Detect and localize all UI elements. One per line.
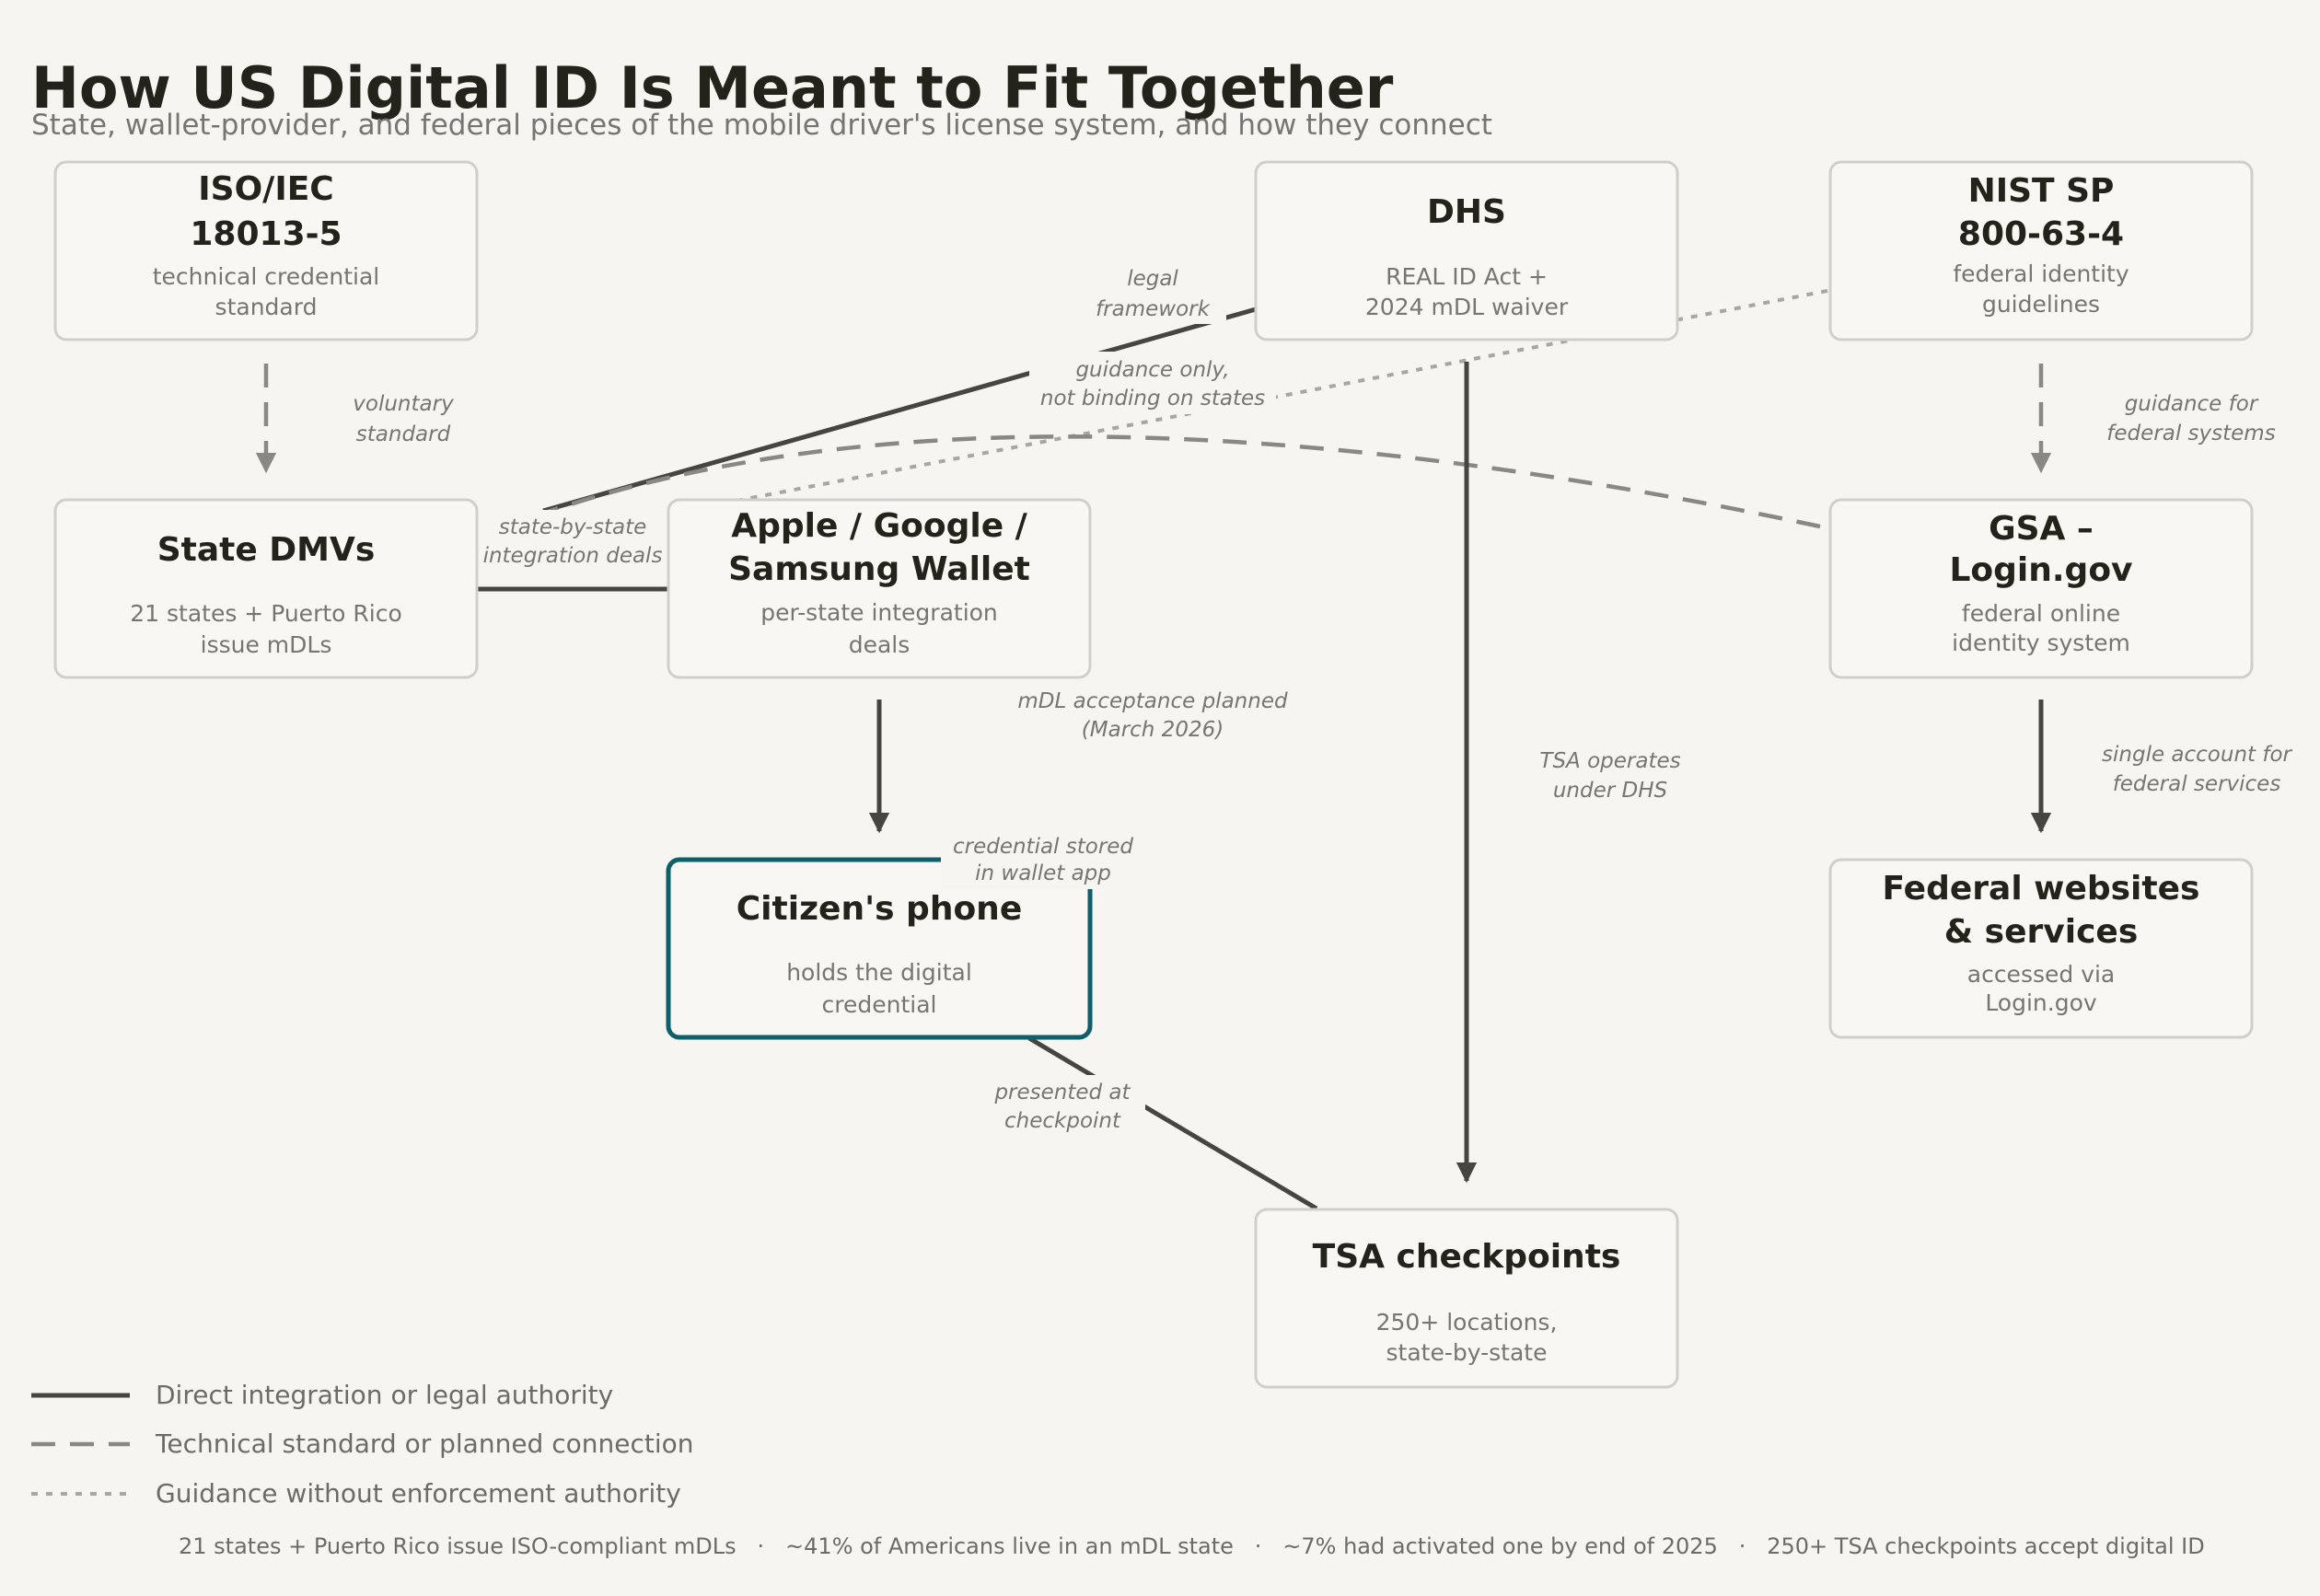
edge-label-iso-dmv: voluntary standard (353, 392, 454, 446)
svg-text:state-by-state: state-by-state (499, 515, 647, 539)
svg-text:legal: legal (1127, 267, 1178, 291)
legend-item-dashed: Technical standard or planned connection (31, 1428, 694, 1459)
svg-text:voluntary: voluntary (353, 392, 454, 416)
svg-text:integration deals: integration deals (483, 544, 663, 568)
node-dhs: DHS REAL ID Act + 2024 mDL waiver (1254, 160, 1679, 341)
node-state-dmvs: State DMVs 21 states + Puerto Rico issue… (53, 498, 479, 679)
svg-text:checkpoint: checkpoint (1004, 1109, 1121, 1133)
node-tsa-checkpoints: TSA checkpoints 250+ locations, state-by… (1254, 1208, 1679, 1389)
node-subtitle: standard (215, 294, 318, 320)
footer-stats: 21 states + Puerto Rico issue ISO-compli… (179, 1533, 2205, 1559)
svg-text:mDL acceptance planned: mDL acceptance planned (1017, 689, 1288, 713)
node-citizens-phone: credential stored in wallet app Citizen'… (666, 828, 1145, 1040)
svg-text:guidance only,: guidance only, (1075, 358, 1229, 382)
svg-text:credential stored: credential stored (953, 835, 1133, 859)
svg-text:in wallet app: in wallet app (975, 862, 1111, 885)
node-title: 800-63-4 (1958, 215, 2124, 253)
node-subtitle: identity system (1952, 630, 2130, 656)
edge-phone-to-tsa (1027, 1035, 1318, 1211)
svg-text:presented at: presented at (993, 1081, 1131, 1104)
node-subtitle: technical credential (153, 263, 379, 290)
svg-text:single account for: single account for (2102, 743, 2293, 767)
svg-text:TSA operates: TSA operates (1539, 749, 1680, 773)
svg-text:standard: standard (356, 422, 451, 446)
node-subtitle: credential (822, 991, 937, 1018)
node-gsa-login-gov: GSA – Login.gov federal online identity … (1828, 498, 2254, 679)
edge-nist-to-dmv (726, 289, 1828, 504)
node-title: & services (1944, 913, 2139, 951)
node-subtitle: issue mDLs (201, 631, 332, 658)
node-title: DHS (1427, 193, 1506, 231)
node-iso-18013-5: ISO/IEC 18013-5 technical credential sta… (53, 160, 479, 341)
legend-label: Technical standard or planned connection (155, 1428, 694, 1459)
node-wallet-providers: Apple / Google / Samsung Wallet per-stat… (667, 498, 1092, 679)
node-title: TSA checkpoints (1313, 1238, 1621, 1276)
node-title: Samsung Wallet (728, 550, 1030, 588)
node-subtitle: 2024 mDL waiver (1365, 294, 1569, 320)
legend-item-dotted: Guidance without enforcement authority (31, 1478, 681, 1509)
node-subtitle: federal identity (1953, 260, 2129, 287)
legend-label: Direct integration or legal authority (156, 1380, 613, 1410)
svg-text:under DHS: under DHS (1553, 779, 1667, 803)
node-title: NIST SP (1968, 172, 2115, 210)
edge-label-nist-gsa: guidance for federal systems (2106, 392, 2275, 445)
edge-label-nist-dmv: guidance only, not binding on states (1029, 352, 1276, 414)
edge-label-gsa-dmv: mDL acceptance planned (March 2026) (1017, 689, 1288, 742)
node-subtitle: 250+ locations, (1376, 1309, 1558, 1336)
node-federal-websites: Federal websites & services accessed via… (1828, 858, 2254, 1039)
edge-label-phone-tsa: presented at checkpoint (980, 1075, 1145, 1136)
svg-text:framework: framework (1096, 297, 1212, 321)
svg-text:guidance for: guidance for (2125, 392, 2259, 416)
node-subtitle: guidelines (1982, 291, 2100, 318)
svg-text:(March 2026): (March 2026) (1082, 718, 1224, 742)
node-subtitle: Login.gov (1985, 989, 2097, 1016)
node-title: State DMVs (157, 531, 376, 569)
edge-label-dhs-tsa: TSA operates under DHS (1539, 749, 1680, 803)
svg-text:federal services: federal services (2113, 772, 2281, 796)
node-subtitle: accessed via (1967, 961, 2116, 988)
node-subtitle: holds the digital (786, 959, 972, 986)
node-title: GSA – (1989, 510, 2094, 548)
svg-text:not binding on states: not binding on states (1040, 387, 1265, 411)
node-subtitle: 21 states + Puerto Rico (130, 600, 402, 627)
legend: Direct integration or legal authority Te… (31, 1380, 694, 1509)
edges (255, 289, 2052, 1211)
node-title: Citizen's phone (737, 890, 1022, 928)
page-title: How US Digital ID Is Meant to Fit Togeth… (31, 54, 1394, 121)
edge-label-gsa-fed: single account for federal services (2102, 743, 2293, 796)
node-subtitle: per-state integration (760, 599, 998, 626)
page-subtitle: State, wallet-provider, and federal piec… (31, 109, 1492, 142)
svg-text:federal systems: federal systems (2106, 422, 2275, 445)
node-title: Federal websites (1883, 870, 2200, 908)
node-title: ISO/IEC (198, 170, 333, 208)
edge-gsa-to-dmv (547, 434, 1821, 529)
node-subtitle: federal online (1962, 600, 2120, 627)
legend-item-solid: Direct integration or legal authority (31, 1380, 613, 1410)
edge-label-dmv-wallet: state-by-state integration deals (473, 510, 672, 571)
node-title: 18013-5 (190, 215, 342, 253)
node-subtitle: REAL ID Act + (1386, 263, 1548, 290)
legend-label: Guidance without enforcement authority (156, 1478, 681, 1509)
node-title: Apple / Google / (731, 507, 1027, 545)
edge-label-dhs-dmv: legal framework (1079, 261, 1226, 324)
node-subtitle: deals (849, 631, 911, 658)
node-nist-sp-800-63-4: NIST SP 800-63-4 federal identity guidel… (1828, 160, 2254, 341)
node-subtitle: state-by-state (1386, 1339, 1548, 1366)
node-title: Login.gov (1949, 551, 2132, 589)
